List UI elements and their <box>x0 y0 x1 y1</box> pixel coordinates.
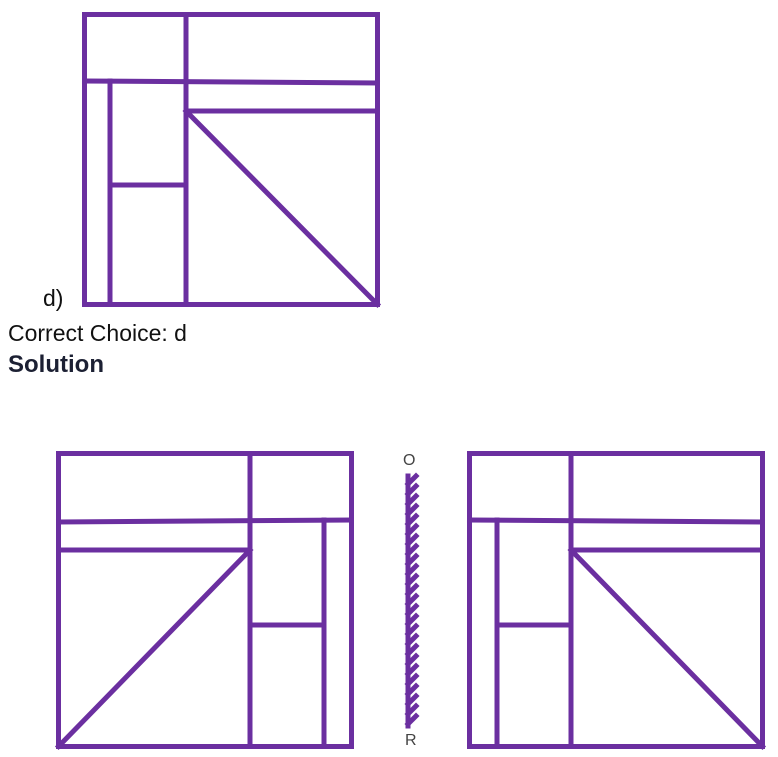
diagonal-line <box>182 107 382 309</box>
mirror-diagonal <box>567 546 767 751</box>
original-horizontal-top <box>55 517 355 525</box>
mirror-label-bottom: R <box>405 732 417 749</box>
original-outer-frame <box>56 451 354 749</box>
horizontal-divider-top <box>81 78 381 86</box>
original-diagonal <box>54 546 254 751</box>
mirror-hatching <box>404 472 420 728</box>
mirror-label-top: O <box>403 452 416 469</box>
outer-frame <box>82 12 380 307</box>
mirror-horizontal-top <box>466 517 766 525</box>
solution-heading: Solution <box>8 351 104 378</box>
option-label: d) <box>43 285 64 311</box>
correct-choice-text: Correct Choice: d <box>8 320 187 346</box>
mirror-outer-frame <box>467 451 765 749</box>
